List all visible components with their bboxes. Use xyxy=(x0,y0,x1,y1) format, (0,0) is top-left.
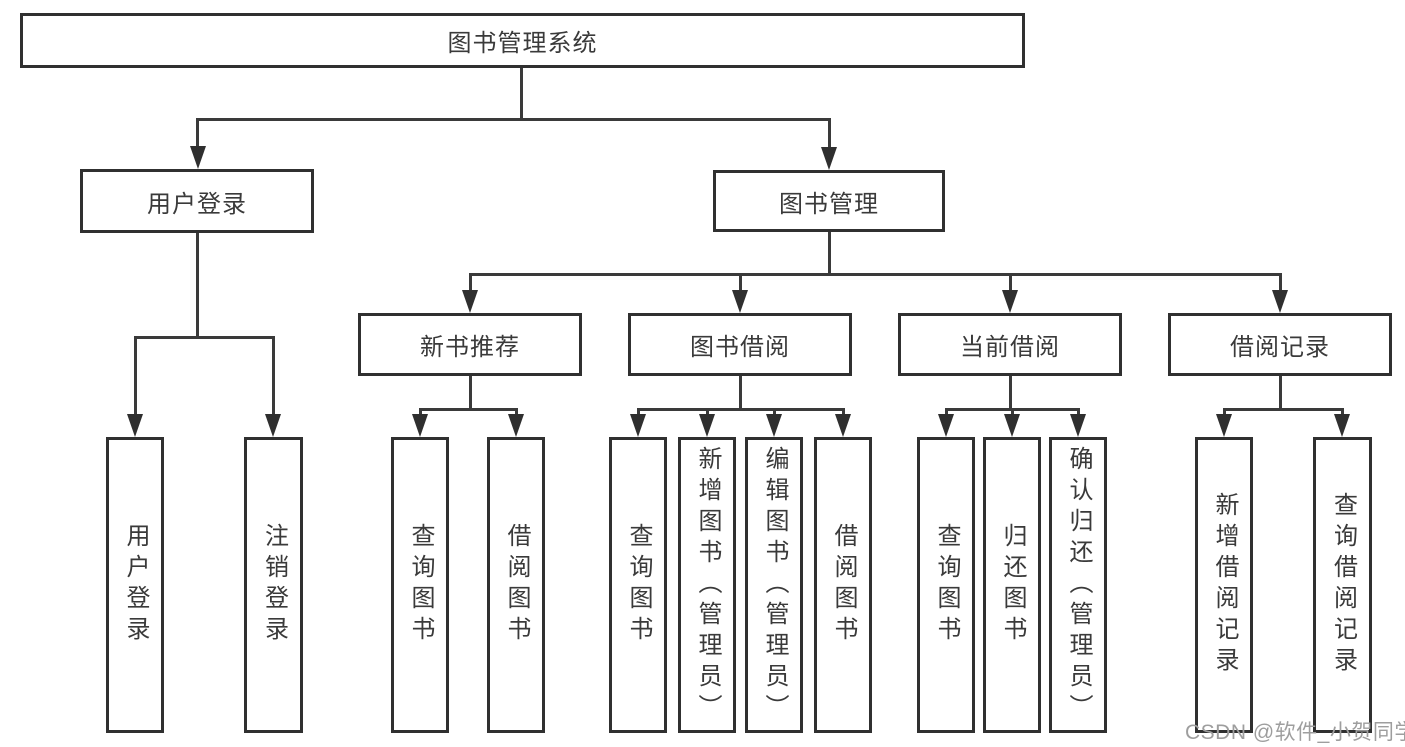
arrow-down-icon xyxy=(821,147,837,170)
connector-line xyxy=(419,408,518,411)
arrow-down-icon xyxy=(699,414,715,437)
csdn-watermark: CSDN @软件_小贺同学 xyxy=(1185,721,1405,744)
arrow-down-icon xyxy=(630,414,646,437)
connector-line xyxy=(1279,375,1282,408)
connector-line xyxy=(272,336,275,420)
arrow-down-icon xyxy=(938,414,954,437)
node-user-login: 用户登录 xyxy=(80,169,314,233)
connector-line xyxy=(1279,273,1282,295)
connector-line xyxy=(134,336,275,339)
connector-line xyxy=(196,232,199,336)
leaf-label: 借阅图书 xyxy=(503,523,530,647)
node-label: 借阅记录 xyxy=(1230,334,1330,361)
node-library-management-system: 图书管理系统 xyxy=(20,13,1025,68)
connector-line xyxy=(469,273,1282,276)
arrow-down-icon xyxy=(835,414,851,437)
leaf-add-borrow-record: 新增借阅记录 xyxy=(1195,437,1253,733)
leaf-add-books-admin: 新增图书（管理员） xyxy=(678,437,736,733)
leaf-label: 注销登录 xyxy=(260,523,288,647)
arrow-down-icon xyxy=(1334,414,1350,437)
arrow-down-icon xyxy=(732,290,748,313)
leaf-search-books-borrowing: 查询图书 xyxy=(609,437,667,733)
arrow-down-icon xyxy=(462,290,478,313)
arrow-down-icon xyxy=(766,414,782,437)
leaf-label: 归还图书 xyxy=(999,523,1026,647)
connector-line xyxy=(828,231,831,275)
connector-line xyxy=(828,118,831,152)
arrow-down-icon xyxy=(127,414,143,437)
leaf-search-books-current: 查询图书 xyxy=(917,437,975,733)
connector-line xyxy=(739,375,742,408)
connector-line xyxy=(1009,375,1012,408)
connector-line xyxy=(739,273,742,295)
connector-line xyxy=(469,375,472,408)
connector-line xyxy=(1223,408,1344,411)
connector-line xyxy=(196,118,831,121)
leaf-label: 编辑图书（管理员） xyxy=(761,445,788,725)
node-book-borrowing: 图书借阅 xyxy=(628,313,852,376)
arrow-down-icon xyxy=(1004,414,1020,437)
leaf-search-books-recommend: 查询图书 xyxy=(391,437,449,733)
leaf-label: 新增图书（管理员） xyxy=(694,445,721,725)
arrow-down-icon xyxy=(412,414,428,437)
node-label: 用户登录 xyxy=(147,190,247,218)
connector-line xyxy=(196,118,199,152)
leaf-confirm-return-admin: 确认归还（管理员） xyxy=(1049,437,1107,733)
leaf-borrow-books: 借阅图书 xyxy=(814,437,872,733)
connector-line xyxy=(520,66,523,118)
leaf-label: 用户登录 xyxy=(122,523,149,647)
node-book-management: 图书管理 xyxy=(713,170,945,232)
leaf-user-login: 用户登录 xyxy=(106,437,164,733)
leaf-return-books: 归还图书 xyxy=(983,437,1041,733)
leaf-edit-books-admin: 编辑图书（管理员） xyxy=(745,437,803,733)
arrow-down-icon xyxy=(265,414,281,437)
connector-line xyxy=(134,336,137,420)
node-current-borrowing: 当前借阅 xyxy=(898,313,1122,376)
leaf-label: 查询图书 xyxy=(407,523,434,647)
leaf-logout-login: 注销登录 xyxy=(244,437,303,733)
leaf-label: 新增借阅记录 xyxy=(1211,492,1238,678)
arrow-down-icon xyxy=(1216,414,1232,437)
leaf-label: 查询图书 xyxy=(625,523,652,647)
arrow-down-icon xyxy=(1070,414,1086,437)
leaf-label: 查询图书 xyxy=(933,523,960,647)
arrow-down-icon xyxy=(190,146,206,169)
arrow-down-icon xyxy=(1272,290,1288,313)
arrow-down-icon xyxy=(508,414,524,437)
leaf-borrow-books-recommend: 借阅图书 xyxy=(487,437,545,733)
connector-line xyxy=(1009,273,1012,295)
node-new-book-recommendation: 新书推荐 xyxy=(358,313,582,376)
node-label: 图书借阅 xyxy=(690,334,790,361)
leaf-label: 借阅图书 xyxy=(830,523,857,647)
connector-line xyxy=(469,273,472,295)
node-label: 图书管理 xyxy=(779,190,879,218)
node-label: 图书管理系统 xyxy=(447,30,598,57)
node-label: 新书推荐 xyxy=(420,334,520,361)
node-label: 当前借阅 xyxy=(960,334,1060,361)
arrow-down-icon xyxy=(1002,290,1018,313)
connector-line xyxy=(637,408,845,411)
node-borrowing-records: 借阅记录 xyxy=(1168,313,1392,376)
leaf-label: 查询借阅记录 xyxy=(1329,492,1357,678)
leaf-label: 确认归还（管理员） xyxy=(1065,445,1092,725)
leaf-search-borrow-record: 查询借阅记录 xyxy=(1313,437,1372,733)
